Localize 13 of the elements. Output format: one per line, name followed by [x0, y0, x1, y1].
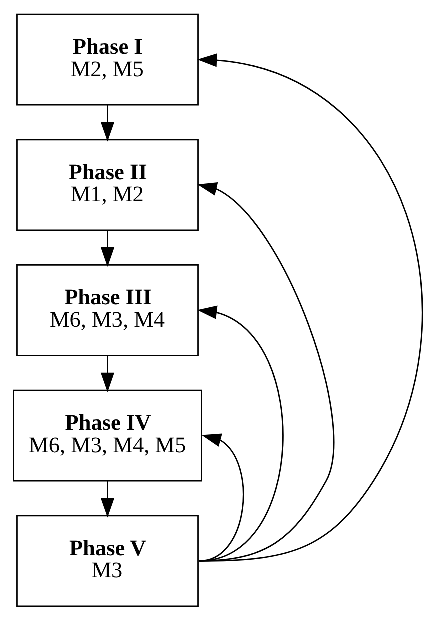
arrow: [198, 306, 284, 562]
arrow: [100, 230, 115, 268]
arrow: [198, 182, 335, 562]
node-box: Phase III M6, M3, M4: [16, 264, 199, 356]
node-box: Phase II M1, M2: [16, 139, 199, 232]
node-box: Phase IV M6, M3, M4, M5: [13, 390, 202, 482]
node-box: Phase I M2, M5: [16, 14, 199, 106]
arrow: [100, 105, 115, 142]
arrow: [100, 356, 115, 392]
arrow: [200, 434, 244, 562]
node-box: Phase V M3: [16, 515, 199, 608]
arrow: [198, 54, 424, 562]
arrow: [100, 481, 115, 518]
